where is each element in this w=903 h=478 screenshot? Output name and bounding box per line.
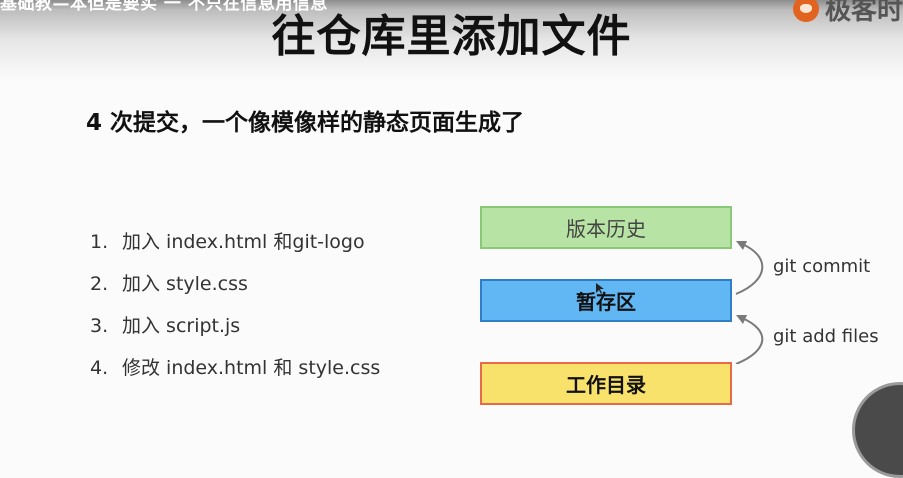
top-gradient-band [0, 0, 903, 80]
mouse-cursor-icon [596, 283, 604, 294]
brand-logo-icon [792, 0, 819, 22]
brand-logo-text: 极客时 [824, 0, 903, 26]
brand-logo: 极客时 [792, 0, 903, 27]
working-directory-box: 工作目录 [480, 362, 732, 405]
slide-title: 往仓库里添加文件 [271, 11, 632, 62]
slide-subtitle: 4 次提交，一个像模像样的静态页面生成了 [86, 110, 525, 136]
git-commit-label: git commit [773, 256, 871, 277]
version-history-box: 版本历史 [480, 206, 732, 249]
list-item-number: 1. [90, 231, 109, 253]
webcam-overlay [852, 382, 903, 478]
list-item-text: 修改 index.html 和 style.css [122, 357, 381, 379]
list-item: 4. 修改 index.html 和 style.css [90, 354, 380, 396]
list-item-text: 加入 index.html 和git-logo [122, 231, 365, 253]
git-add-files-label: git add files [773, 326, 879, 347]
list-item-number: 2. [90, 273, 109, 295]
video-overlay-caption: 基础教—本但是要实 一 不只在信息用信息 [0, 0, 328, 14]
list-item-text: 加入 style.css [122, 273, 248, 295]
steps-list: 1. 加入 index.html 和git-logo 2. 加入 style.css… [90, 228, 380, 396]
list-item: 2. 加入 style.css [90, 270, 380, 312]
staging-area-box: 暂存区 [480, 279, 732, 322]
list-item-number: 4. [90, 357, 109, 379]
add-arrow [735, 317, 764, 364]
list-item-text: 加入 script.js [122, 315, 241, 337]
add-arrowhead [736, 315, 747, 324]
list-item-number: 3. [90, 315, 109, 337]
flow-arrows [735, 241, 764, 364]
list-item: 1. 加入 index.html 和git-logo [90, 228, 380, 270]
commit-arrowhead [736, 241, 747, 250]
commit-arrow [735, 243, 764, 295]
list-item: 3. 加入 script.js [90, 312, 380, 354]
